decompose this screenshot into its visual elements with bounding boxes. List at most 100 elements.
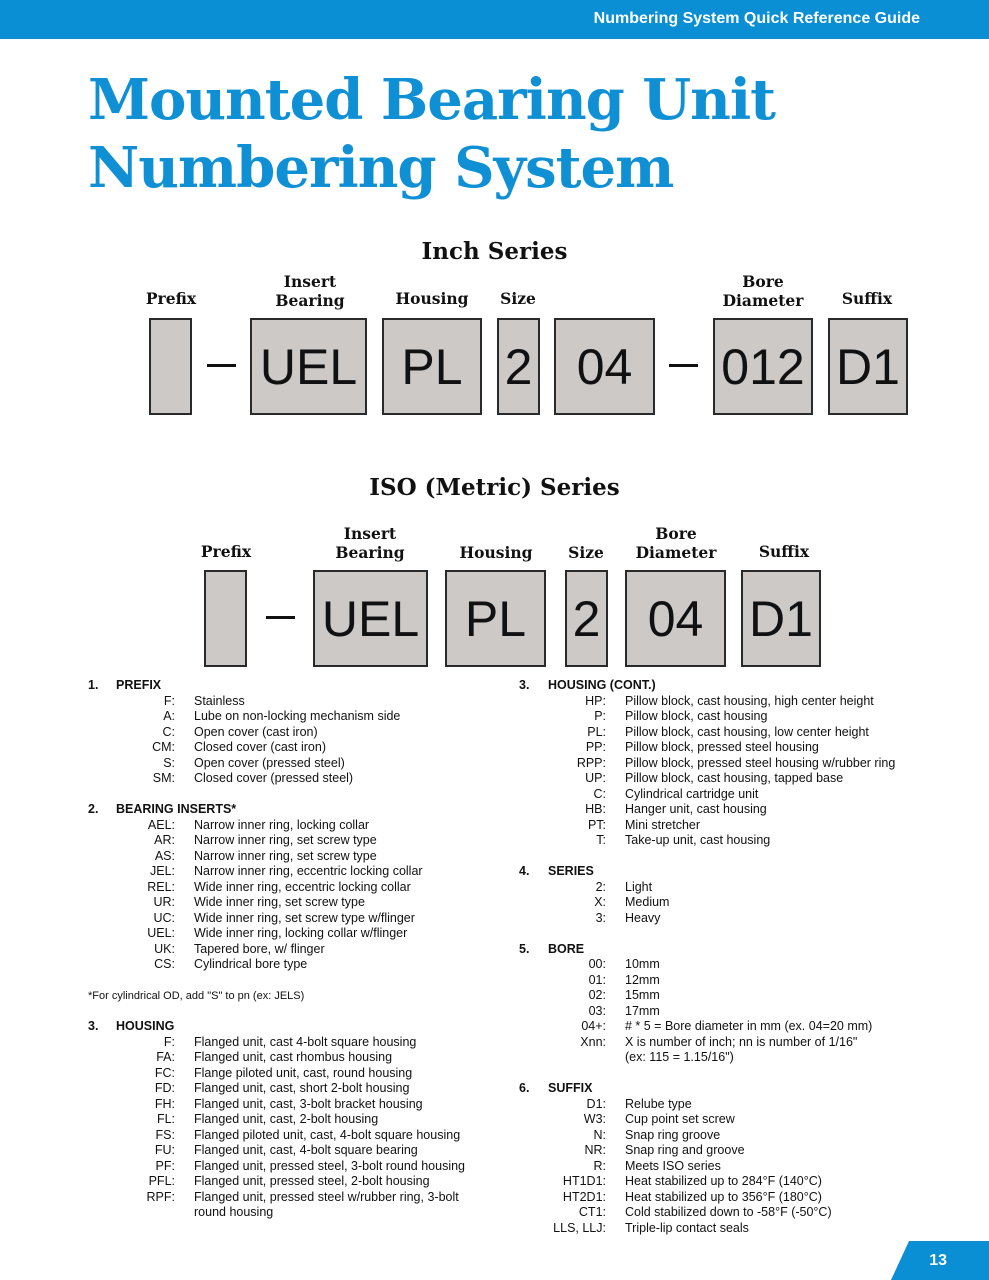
insert-desc: Wide inner ring, locking collar w/flinge… [194, 926, 408, 940]
prefix-code: A: [163, 709, 175, 723]
inserts-footnote: *For cylindrical OD, add "S" to pn (ex: … [88, 990, 305, 1002]
iso-label-suffix: Suffix [758, 542, 810, 561]
insert-code: JEL: [149, 864, 175, 878]
iso-label-bore-line2: Diameter [635, 543, 717, 562]
housing-code: FA: [156, 1050, 175, 1064]
iso-box-bore: 04 [625, 570, 726, 667]
housing-desc: Flanged unit, cast 4-bolt square housing [194, 1035, 417, 1049]
prefix-desc: Open cover (pressed steel) [194, 756, 345, 770]
section-housing-title: HOUSING [116, 1019, 175, 1033]
prefix-desc: Closed cover (pressed steel) [194, 771, 354, 785]
inch-label-housing: Housing [395, 289, 469, 308]
inch-dash-1 [207, 364, 236, 367]
insert-code: AS: [154, 849, 175, 863]
suffix-desc: Snap ring and groove [625, 1143, 745, 1157]
bore-desc: 17mm [625, 1004, 660, 1018]
housing-cont-code: P: [594, 709, 606, 723]
prefix-desc: Lube on non-locking mechanism side [194, 709, 401, 723]
inch-box-diameter: 012 [713, 318, 813, 415]
iso-label-prefix: Prefix [200, 542, 252, 561]
prefix-desc: Stainless [194, 694, 245, 708]
section-suffix-title: SUFFIX [548, 1081, 593, 1095]
iso-label-insert-line2: Bearing [335, 543, 405, 562]
inch-label-insert: Insert Bearing [275, 272, 344, 310]
iso-series-title: ISO (Metric) Series [369, 474, 620, 501]
iso-box-prefix [204, 570, 247, 667]
housing-cont-code: T: [596, 833, 606, 847]
iso-box-size: 2 [565, 570, 608, 667]
bore-desc: (ex: 115 = 1.15/16") [625, 1050, 734, 1064]
insert-desc: Tapered bore, w/ flinger [194, 942, 325, 956]
page-number: 13 [929, 1252, 947, 1269]
bore-code: 03: [588, 1004, 606, 1018]
housing-code: PFL: [148, 1174, 175, 1188]
bore-code: 04+: [581, 1019, 606, 1033]
suffix-code: D1: [586, 1097, 606, 1111]
suffix-desc: Snap ring groove [625, 1128, 721, 1142]
inch-label-insert-line2: Bearing [275, 291, 345, 310]
housing-desc: round housing [194, 1205, 274, 1219]
iso-box-housing: PL [445, 570, 546, 667]
insert-code: REL: [147, 880, 175, 894]
housing-cont-code: HB: [585, 802, 606, 816]
bore-code: 01: [588, 973, 606, 987]
prefix-desc: Open cover (cast iron) [194, 725, 318, 739]
housing-desc: Flange piloted unit, cast, round housing [194, 1066, 413, 1080]
iso-label-housing: Housing [459, 543, 533, 562]
inch-label-bore-line1: Bore [742, 272, 784, 291]
housing-code: RPF: [146, 1190, 175, 1204]
housing-desc: Flanged unit, cast, 3-bolt bracket housi… [194, 1097, 423, 1111]
insert-code: UK: [154, 942, 175, 956]
iso-label-bore: Bore Diameter [636, 524, 717, 562]
suffix-desc: Meets ISO series [625, 1159, 721, 1173]
housing-code: FL: [156, 1112, 175, 1126]
insert-code: AR: [154, 833, 175, 847]
insert-desc: Cylindrical bore type [194, 957, 308, 971]
iso-box-insert: UEL [313, 570, 428, 667]
housing-desc: Flanged unit, cast rhombus housing [194, 1050, 393, 1064]
insert-desc: Wide inner ring, set screw type w/flinge… [194, 911, 415, 925]
iso-label-insert: Insert Bearing [335, 524, 404, 562]
series-code: X: [594, 895, 606, 909]
housing-desc: Flanged unit, cast, 4-bolt square bearin… [194, 1143, 418, 1157]
inch-box-housing: PL [382, 318, 482, 415]
housing-cont-desc: Take-up unit, cast housing [625, 833, 771, 847]
inch-label-suffix: Suffix [841, 289, 893, 308]
housing-cont-desc: Hanger unit, cast housing [625, 802, 767, 816]
insert-desc: Narrow inner ring, set screw type [194, 849, 377, 863]
housing-code: FS: [155, 1128, 175, 1142]
housing-cont-code: RPP: [576, 756, 606, 770]
housing-desc: Flanged unit, pressed steel, 2-bolt hous… [194, 1174, 430, 1188]
suffix-code: LLS, LLJ: [553, 1221, 606, 1235]
section-prefix-number: 1. [88, 678, 99, 692]
header-title: Numbering System Quick Reference Guide [593, 10, 920, 27]
section-housing-cont-title: HOUSING (CONT.) [548, 678, 656, 692]
housing-cont-code: C: [593, 787, 607, 801]
iso-box-suffix: D1 [741, 570, 821, 667]
suffix-desc: Relube type [625, 1097, 692, 1111]
series-code: 2: [595, 880, 606, 894]
inch-box-suffix: D1 [828, 318, 908, 415]
bore-desc: 10mm [625, 957, 660, 971]
bore-desc: 15mm [625, 988, 660, 1002]
inch-dash-2 [669, 364, 698, 367]
housing-desc: Flanged unit, pressed steel w/rubber rin… [194, 1190, 459, 1204]
bore-code: Xnn: [580, 1035, 606, 1049]
suffix-code: N: [593, 1128, 607, 1142]
housing-code: FU: [154, 1143, 175, 1157]
housing-cont-code: HP: [585, 694, 606, 708]
insert-desc: Narrow inner ring, locking collar [194, 818, 370, 832]
prefix-code: CM: [152, 740, 175, 754]
suffix-code: HT1D1: [562, 1174, 606, 1188]
inch-label-size: Size [500, 289, 536, 308]
housing-cont-desc: Mini stretcher [625, 818, 701, 832]
suffix-code: NR: [584, 1143, 606, 1157]
housing-desc: Flanged unit, cast, short 2-bolt housing [194, 1081, 410, 1095]
housing-desc: Flanged piloted unit, cast, 4-bolt squar… [194, 1128, 461, 1142]
bore-code: 00: [588, 957, 606, 971]
insert-code: AEL: [147, 818, 175, 832]
prefix-code: S: [163, 756, 175, 770]
page-title: Mounted Bearing Unit Numbering System [88, 66, 776, 202]
housing-cont-code: UP: [585, 771, 606, 785]
header-bar: Numbering System Quick Reference Guide [0, 0, 989, 39]
